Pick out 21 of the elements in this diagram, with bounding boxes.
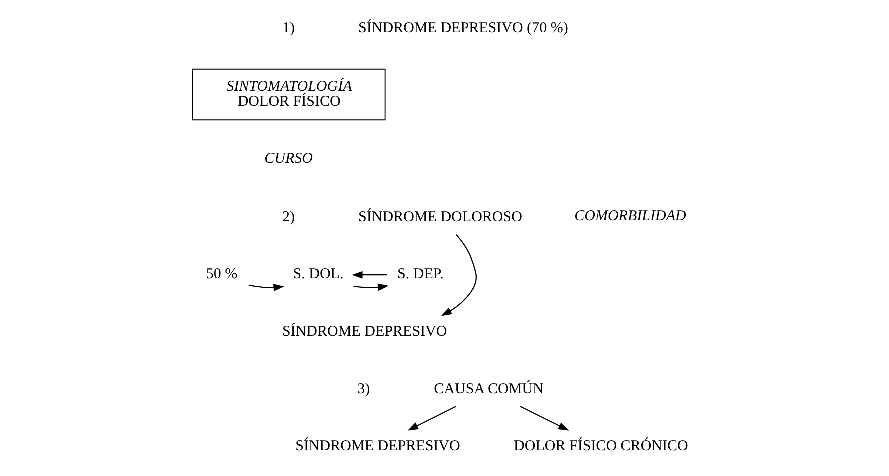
node-text: SÍNDROME DOLOROSO [358, 209, 522, 226]
label: SÍNDROME DEPRESIVO (70 %) [358, 20, 568, 37]
arrow [352, 271, 388, 279]
node-text: S. DOL. [293, 266, 344, 283]
arrow [354, 284, 389, 292]
node-text: SÍNDROME DEPRESIVO [282, 324, 448, 340]
node-text: SÍNDROME DEPRESIVO [296, 438, 460, 455]
node-text: DOLOR FÍSICO CRÓNICO [514, 438, 688, 455]
arrow [520, 406, 570, 431]
arrow [248, 284, 284, 292]
arrow [441, 234, 477, 316]
label: 1) [282, 20, 295, 37]
node-text: 50 % [206, 266, 238, 283]
label: 2) [282, 209, 295, 226]
label: COMORBILIDAD [574, 208, 686, 224]
node-box: SINTOMATOLOGÍA DOLOR FÍSICO [192, 68, 386, 121]
label: CURSO [264, 151, 314, 168]
arrow [408, 406, 456, 431]
node-text: CAUSA COMÚN [434, 381, 544, 398]
node-text: S. DEP. [398, 266, 444, 283]
label: 3) [358, 381, 370, 398]
